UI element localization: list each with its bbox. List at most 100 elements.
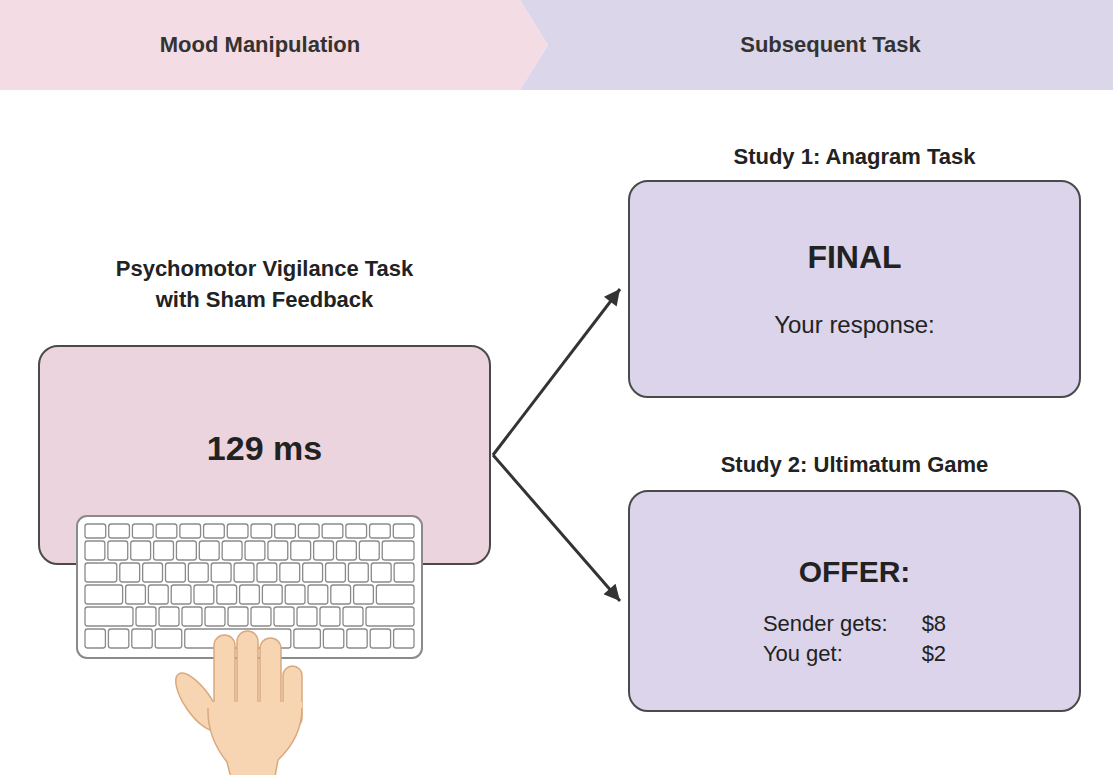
- box-text: Sender gets:: [763, 609, 888, 639]
- hand-finger: [214, 635, 235, 725]
- keyboard-key: [393, 524, 414, 538]
- heading-holder: Study 1: Anagram Task: [570, 141, 1113, 172]
- hand-finger: [260, 638, 281, 726]
- hand-finger: [237, 631, 258, 726]
- keyboard-key: [376, 585, 414, 604]
- keyboard-key: [308, 585, 328, 604]
- hand-thumb: [168, 667, 228, 738]
- keyboard-key: [257, 563, 277, 582]
- keyboard-key: [370, 524, 391, 538]
- keyboard-key: [245, 541, 265, 560]
- keyboard-key: [346, 524, 367, 538]
- keyboard-key: [222, 541, 242, 560]
- heading-holder: Psychomotor Vigilance Task with Sham Fee…: [0, 253, 549, 315]
- keyboard-key: [234, 563, 254, 582]
- band-text-holder: Mood Manipulation: [0, 0, 548, 90]
- box-heading: Study 1: Anagram Task: [733, 141, 975, 172]
- keyboard-key: [240, 585, 260, 604]
- keyboard-key: [394, 629, 414, 648]
- keyboard-key: [159, 607, 179, 626]
- keyboard-key: [85, 524, 106, 538]
- band-text-holder: Subsequent Task: [520, 0, 1113, 90]
- hand-outline: [208, 708, 302, 775]
- keyboard-key: [297, 607, 317, 626]
- box-heading: Psychomotor Vigilance Task with Sham Fee…: [92, 253, 437, 315]
- keyboard-key: [156, 524, 177, 538]
- task-box: Psychomotor Vigilance Task with Sham Fee…: [38, 345, 491, 565]
- keyboard-key: [109, 524, 130, 538]
- keyboard-key: [85, 629, 105, 648]
- keyboard-key: [227, 524, 248, 538]
- chevron-band: [0, 0, 548, 90]
- keyboard-key: [180, 524, 201, 538]
- phase-band: Subsequent Task: [520, 0, 1113, 90]
- keyboard-key: [148, 585, 168, 604]
- keyboard-key: [262, 585, 282, 604]
- keyboard-key: [182, 607, 202, 626]
- box-text: Your response:: [630, 310, 1079, 339]
- keyboard-key: [143, 563, 163, 582]
- keyboard-key: [154, 541, 174, 560]
- keyboard-key: [251, 524, 272, 538]
- keyboard-key: [371, 563, 391, 582]
- keyboard-key: [268, 541, 288, 560]
- keyboard-key: [394, 563, 414, 582]
- box-text: 129 ms: [40, 427, 489, 469]
- keyboard-key: [211, 563, 231, 582]
- keyboard-key: [205, 607, 225, 626]
- keyboard-key: [343, 607, 363, 626]
- keyboard-key: [155, 629, 182, 648]
- keyboard-key: [323, 629, 343, 648]
- keyboard-key: [348, 563, 368, 582]
- box-text: You get:: [763, 639, 888, 669]
- keyboard-key: [275, 524, 296, 538]
- keyboard-key: [347, 629, 367, 648]
- keyboard-key: [136, 607, 156, 626]
- keyboard-key: [194, 585, 214, 604]
- keyboard-key: [331, 585, 351, 604]
- chevron-band: [520, 0, 1113, 90]
- phase-band: Mood Manipulation: [0, 0, 548, 90]
- keyboard-key: [294, 629, 321, 648]
- keyboard-key: [280, 563, 300, 582]
- keyboard-key: [285, 585, 305, 604]
- box-content: 129 ms: [40, 347, 489, 469]
- keyboard-key: [217, 585, 237, 604]
- keyboard-key: [228, 607, 248, 626]
- box-heading: Study 2: Ultimatum Game: [721, 449, 989, 480]
- phase-label: Mood Manipulation: [160, 32, 360, 58]
- keyboard-key: [204, 524, 225, 538]
- keyboard-key: [85, 541, 105, 560]
- hand-finger: [283, 666, 302, 728]
- keyboard-key: [199, 541, 219, 560]
- keyboard-key: [370, 629, 390, 648]
- keyboard-key: [251, 607, 271, 626]
- keyboard-key: [359, 541, 379, 560]
- keyboard-body: [77, 516, 422, 658]
- keyboard-key: [120, 563, 140, 582]
- keyboard-key: [85, 607, 133, 626]
- hand: [168, 631, 302, 775]
- offer-table: Sender gets:$8You get:$2: [630, 609, 1079, 669]
- box-content: FINALYour response:: [630, 182, 1079, 339]
- keyboard-key: [320, 607, 340, 626]
- keyboard-key: [85, 585, 123, 604]
- keyboard-key: [354, 585, 374, 604]
- box-text: $8: [922, 609, 946, 639]
- box-text: OFFER:: [630, 554, 1079, 590]
- task-box: Study 2: Ultimatum GameOFFER:Sender gets…: [628, 490, 1081, 712]
- keyboard-key: [303, 563, 323, 582]
- arrow-connector: [493, 289, 620, 455]
- keyboard-key: [171, 585, 191, 604]
- keyboard-key: [291, 541, 311, 560]
- keyboard-key: [274, 607, 294, 626]
- keyboard-key: [382, 541, 414, 560]
- keyboard-key: [108, 629, 128, 648]
- keyboard-key: [166, 563, 186, 582]
- keyboard-key: [336, 541, 356, 560]
- keyboard-key: [126, 585, 146, 604]
- heading-holder: Study 2: Ultimatum Game: [570, 449, 1113, 480]
- keyboard-key: [132, 629, 152, 648]
- keyboard-key: [108, 541, 128, 560]
